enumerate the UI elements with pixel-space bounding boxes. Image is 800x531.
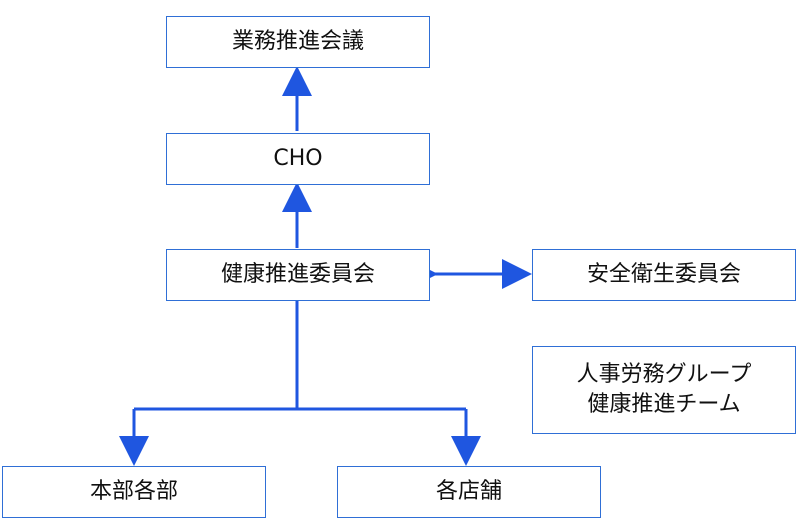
node-kenko-suishin-iinkai: 健康推進委員会 [166,249,430,301]
node-jinji-line1: 人事労務グループ [576,362,752,388]
node-kaku-tenpo: 各店舗 [337,466,601,518]
node-gyomu-label: 業務推進会議 [231,29,364,55]
node-honbu-label: 本部各部 [89,479,178,505]
node-cho: CHO [166,133,430,185]
node-tenpo-label: 各店舗 [435,479,502,505]
node-anzen-label: 安全衛生委員会 [586,262,741,288]
node-honbu-kakubu: 本部各部 [2,466,266,518]
node-gyomu-suishin-kaigi: 業務推進会議 [166,16,430,68]
node-anzen-eisei-iinkai: 安全衛生委員会 [532,249,796,301]
node-kenko-label: 健康推進委員会 [220,262,375,288]
node-jinji-line2: 健康推進チーム [587,392,741,417]
node-jinji-kenko-team: 人事労務グループ 健康推進チーム [532,346,796,434]
node-cho-label: CHO [273,146,323,172]
